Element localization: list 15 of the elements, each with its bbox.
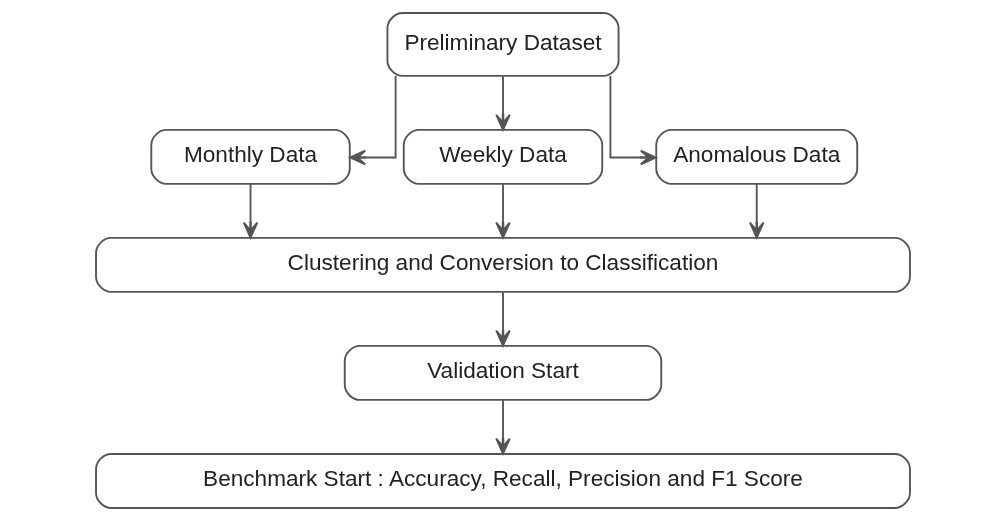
arrow: [495, 399, 511, 455]
node-box: Preliminary Dataset: [386, 12, 620, 77]
arrow: [495, 291, 511, 347]
node-box: Clustering and Conversion to Classification: [95, 236, 911, 293]
node-box: Benchmark Start : Accuracy, Recall, Precision and F1 Score: [95, 453, 911, 509]
node-box: Anomalous Data: [655, 128, 859, 185]
arrow: [749, 183, 765, 239]
arrow: [349, 75, 397, 166]
arrow: [495, 183, 511, 239]
arrow: [242, 183, 259, 239]
arrow: [495, 75, 511, 131]
node-box: Validation Start: [343, 344, 663, 401]
node-box: Weekly Data: [402, 128, 604, 185]
arrow: [609, 75, 657, 166]
node-box: Monthly Data: [150, 128, 351, 185]
